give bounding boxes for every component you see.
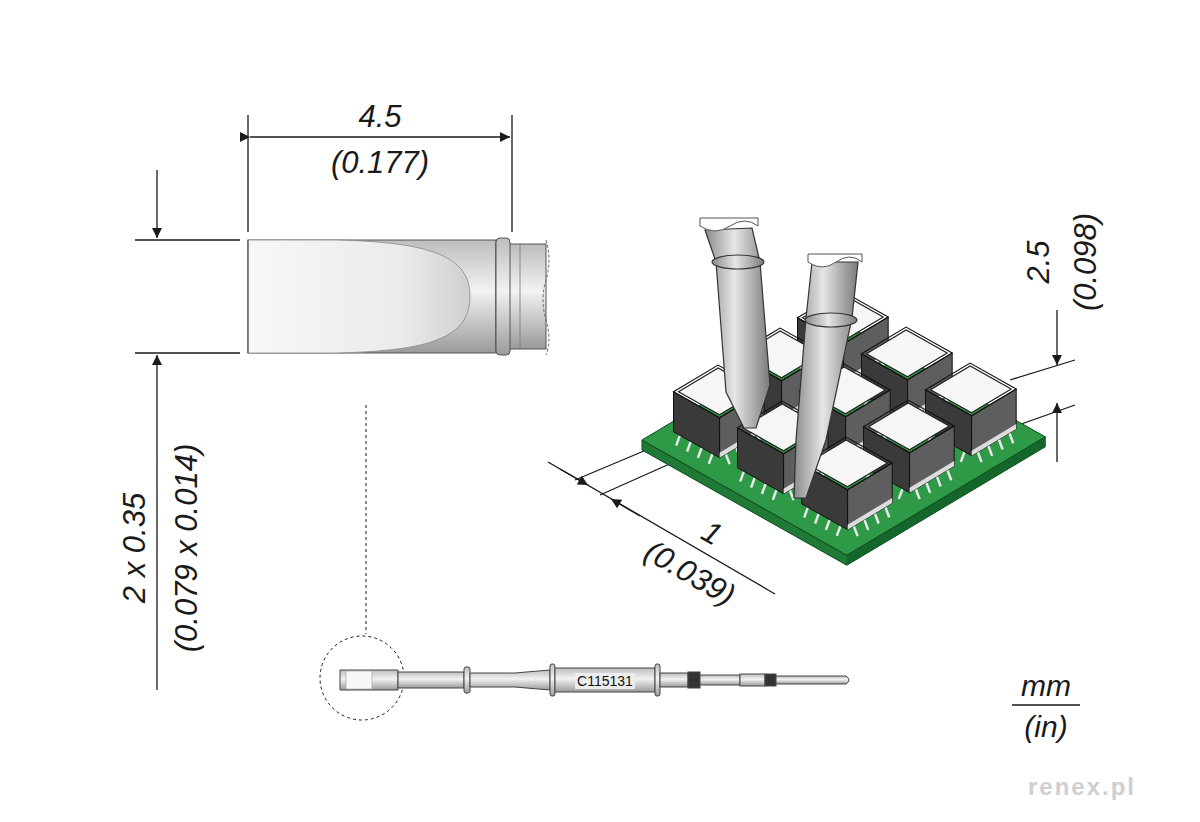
dimension-inch: (0.039) [640,535,741,611]
dimension-lines [611,499,640,516]
pcb-illustration [875,513,879,523]
dimension-lines [1012,704,1080,705]
pcb-illustration [805,313,857,327]
dimension-lines [135,239,240,240]
tip-closeup [248,240,470,353]
unit-label: mm [1021,671,1071,701]
tip-closeup [247,240,248,353]
tip-closeup [248,238,549,355]
pcb-illustration [947,470,951,480]
pcb-illustration [700,218,770,428]
pcb-illustration [869,403,950,450]
tip-closeup [496,238,510,355]
pcb-illustration [926,483,930,493]
tip-overview [346,671,372,689]
pcb-illustration [837,526,841,536]
unit-label: (in) [1024,712,1067,742]
part-number: C115131 [575,673,635,689]
tip-closeup [248,240,470,353]
pcb-illustration [854,526,858,536]
dimension-lines [1056,310,1057,365]
pcb-illustration [709,454,713,464]
pcb-illustration [864,520,868,530]
pcb-illustration [804,507,808,517]
tip-overview [550,664,555,696]
dimension-inch: (0.098) [1070,213,1101,311]
pcb-illustration [705,228,770,428]
tip-overview [470,670,550,690]
pcb-illustration [794,262,858,498]
tip-overview [398,672,464,688]
tip-overview [740,674,765,686]
pcb-illustration [862,327,953,380]
pcb-illustration [1009,433,1013,443]
pcb-illustration [961,452,965,462]
pcb-illustration [988,446,992,456]
dimension-inch: (0.177) [331,147,429,178]
pcb-illustration [700,218,758,231]
tip-overview [464,667,470,693]
pcb-illustration [916,489,920,499]
dimension-inch: (0.079 x 0.014) [171,444,202,653]
dimension-lines [250,136,510,137]
dimension-lines [560,469,588,485]
pcb-illustration [712,255,764,269]
dimension-lines [1010,360,1075,380]
dimension-lines [366,405,367,634]
tip-overview [340,664,849,696]
tip-overview [776,676,849,684]
pcb-illustration [726,454,730,464]
dimension-value: 2.5 [1023,240,1054,283]
watermark: renex.pl [1028,775,1136,799]
pcb-illustration [642,218,1045,565]
dimension-value: 4.5 [358,101,401,132]
pcb-illustration [910,461,955,493]
tip-overview [688,672,700,688]
pcb-illustration [864,400,955,453]
tip-overview [555,668,655,692]
dimension-value: 1 [697,515,727,550]
tip-overview [655,664,660,696]
pcb-illustration [899,489,903,499]
pcb-illustration [885,507,889,517]
pcb-illustration [790,490,794,500]
dimension-lines [156,355,157,690]
pcb-illustration [794,254,862,498]
dimension-lines [1056,403,1057,462]
pcb-illustration [937,476,941,486]
pcb-illustration [808,254,862,267]
pcb-illustration [751,477,755,487]
pcb-illustration [676,435,680,445]
pcb-illustration [926,363,1017,416]
tip-overview [340,670,398,690]
pcb-illustration [867,330,948,377]
pcb-illustration [826,520,830,530]
pcb-illustration [740,471,744,481]
pcb-illustration [999,439,1003,449]
dimension-lines [511,115,512,232]
pcb-illustration [773,490,777,500]
dimension-lines [320,636,404,720]
tip-closeup [248,240,496,353]
pcb-illustration [972,424,1017,456]
pcb-illustration [815,513,819,523]
dimension-lines [135,115,1080,720]
dimension-lines [135,352,240,353]
dimension-lines [247,115,248,232]
pcb-illustration [848,498,893,530]
pcb-illustration [931,366,1012,413]
tip-closeup [543,240,549,355]
pcb-illustration [687,441,691,451]
pcb-illustration [762,484,766,494]
pcb-illustration [978,452,982,462]
tip-overview [700,675,740,685]
pcb-illustration [698,448,702,458]
dimension-value: 2 x 0.35 [119,493,150,603]
tip-overview [765,674,776,686]
tip-closeup [520,244,521,349]
tip-overview [660,673,688,687]
dimension-lines [156,170,157,238]
